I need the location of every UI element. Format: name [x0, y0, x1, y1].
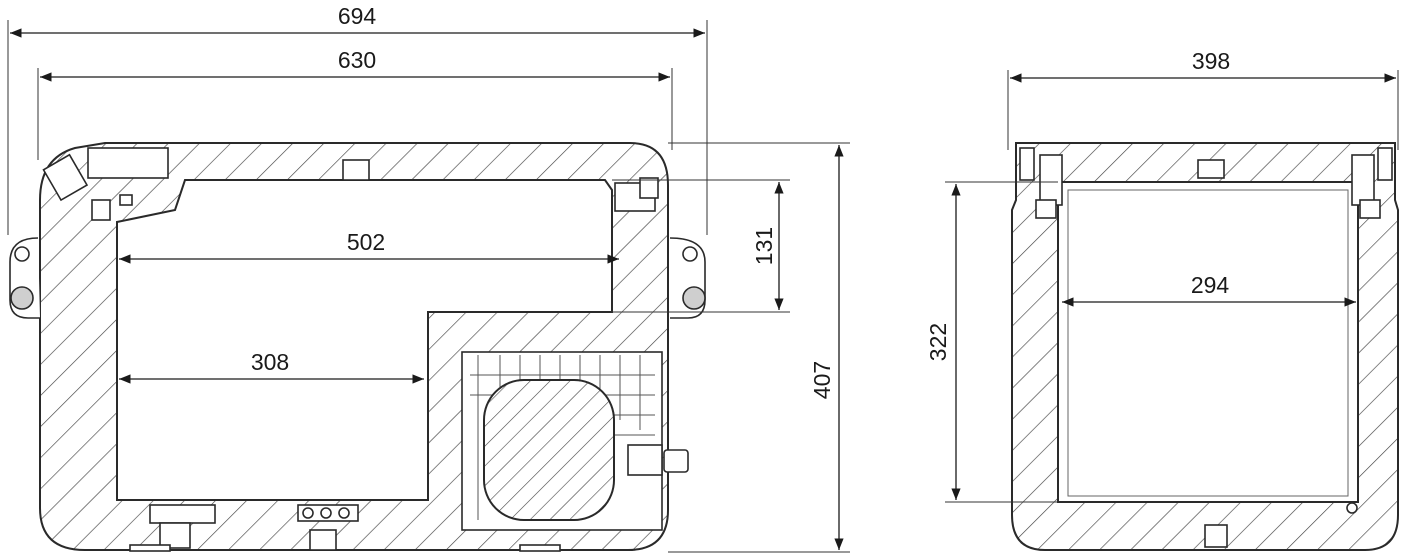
- right-seal: [614, 177, 659, 212]
- top-latch: [342, 159, 370, 181]
- end-cavity: [1057, 181, 1359, 503]
- right-handle: [669, 237, 706, 319]
- dim-body-length: 630: [338, 47, 376, 73]
- dim-inner-height: 322: [925, 323, 951, 361]
- end-top-latch: [1197, 159, 1225, 179]
- compressor: [483, 379, 615, 521]
- dim-lower-length: 308: [251, 349, 289, 375]
- lid-hinge: [42, 147, 169, 221]
- bottom-feet: [129, 504, 561, 552]
- drain-plug: [1346, 502, 1358, 514]
- end-foot: [1204, 524, 1228, 548]
- compressor-fitting: [627, 444, 663, 476]
- dim-upper-length: 502: [347, 229, 385, 255]
- end-left-hinge: [1019, 147, 1063, 219]
- side-connector: [663, 449, 689, 473]
- end-view: 398 294 322: [925, 48, 1399, 551]
- left-handle: [9, 237, 40, 319]
- dim-step-height: 131: [751, 227, 777, 265]
- end-right-hinge: [1351, 147, 1393, 219]
- dim-overall-length: 694: [338, 3, 377, 29]
- dim-inner-width: 294: [1191, 272, 1230, 298]
- side-view: 694 630 502 308 131 407: [7, 3, 850, 553]
- dim-overall-width: 398: [1192, 48, 1230, 74]
- dim-overall-height: 407: [809, 361, 835, 399]
